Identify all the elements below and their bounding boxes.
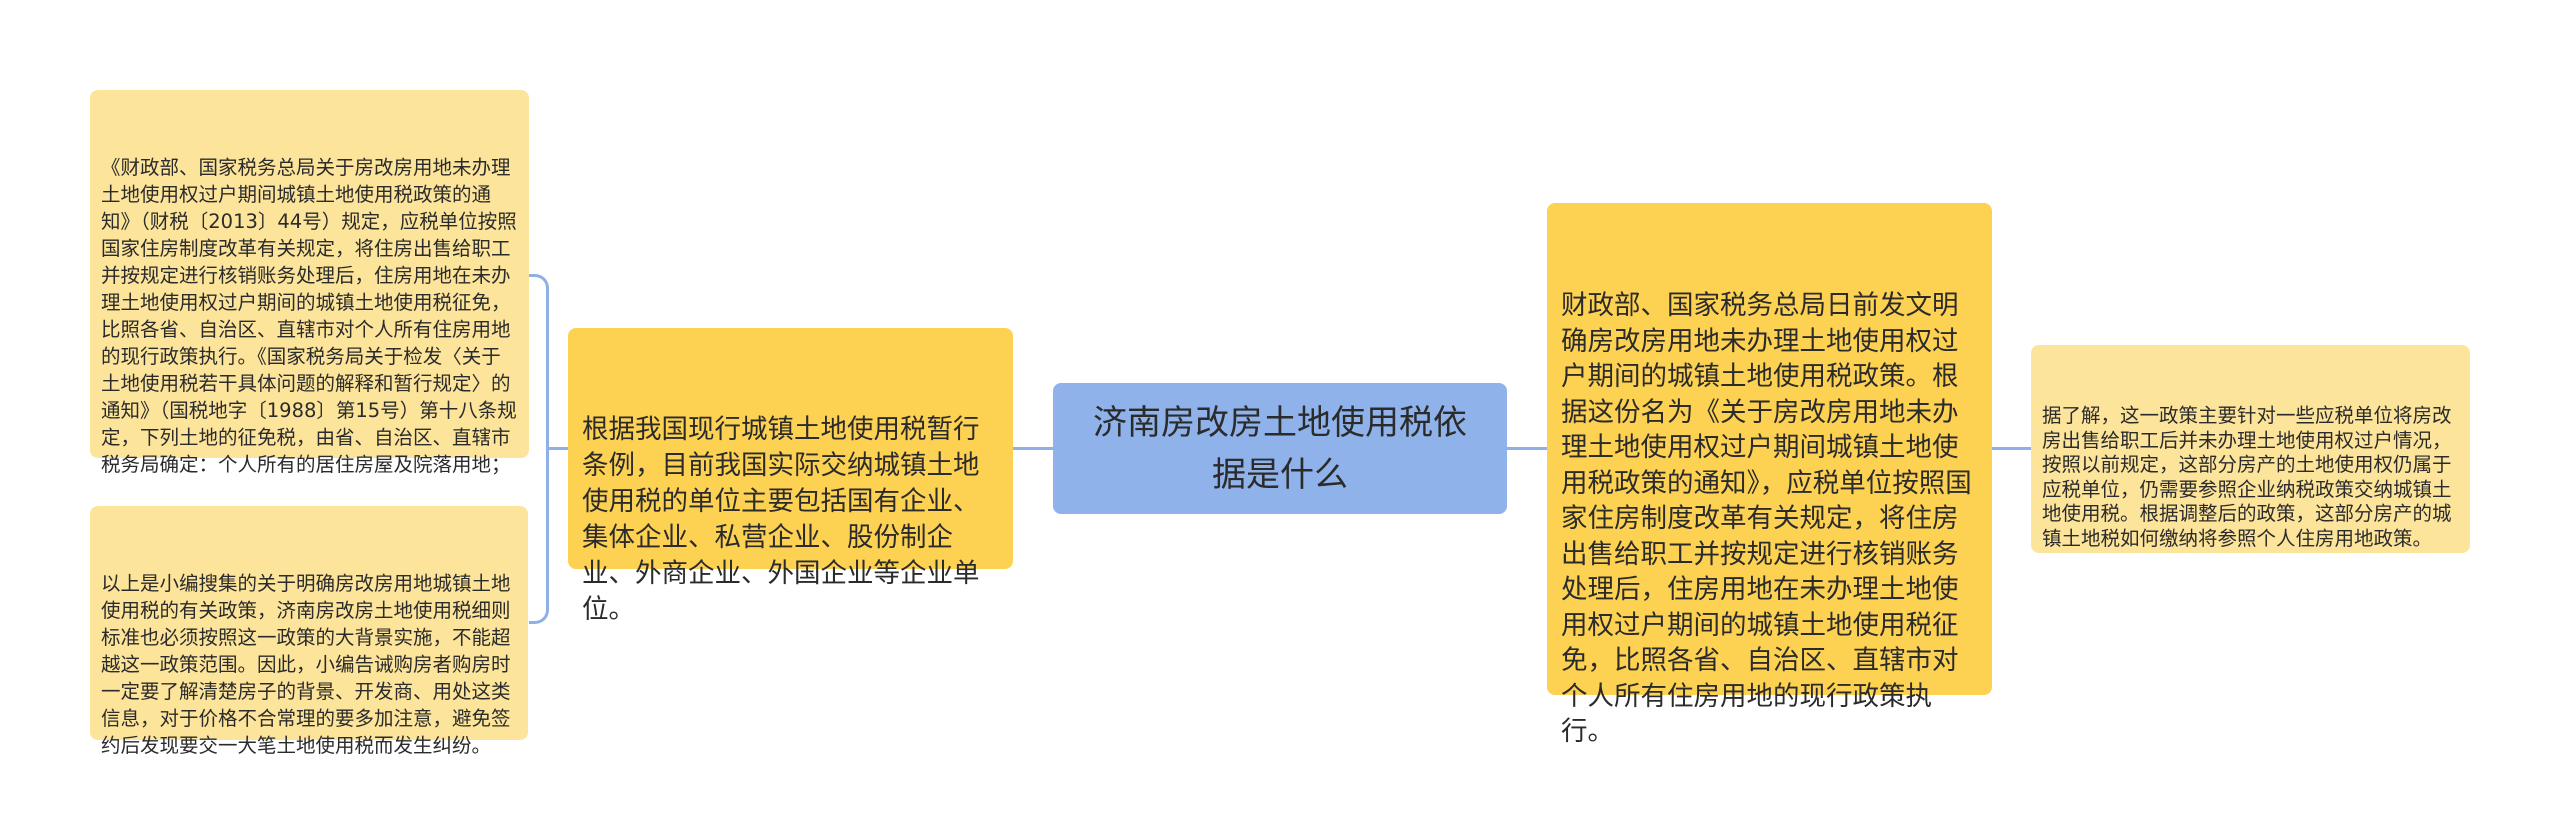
- node-text: 财政部、国家税务总局日前发文明确房改房用地未办理土地使用权过户期间的城镇土地使用…: [1561, 290, 1972, 747]
- connector-bracket-to-left-branch: [548, 447, 568, 450]
- right-child-node-1[interactable]: 据了解，这一政策主要针对一些应税单位将房改房出售给职工后并未办理土地使用权过户情…: [2031, 345, 2470, 553]
- node-text: 根据我国现行城镇土地使用税暂行条例，目前我国实际交纳城镇土地使用税的单位主要包括…: [582, 414, 980, 625]
- left-child-node-2[interactable]: 以上是小编搜集的关于明确房改房用地城镇土地使用税的有关政策，济南房改房土地使用税…: [90, 506, 528, 757]
- right-branch-node[interactable]: 财政部、国家税务总局日前发文明确房改房用地未办理土地使用权过户期间的城镇土地使用…: [1547, 203, 1992, 747]
- left-branch-node[interactable]: 根据我国现行城镇土地使用税暂行条例，目前我国实际交纳城镇土地使用税的单位主要包括…: [568, 328, 1013, 625]
- node-text: 以上是小编搜集的关于明确房改房用地城镇土地使用税的有关政策，济南房改房土地使用税…: [101, 572, 511, 757]
- left-children-connector: [529, 274, 549, 624]
- node-text: 《财政部、国家税务总局关于房改房用地未办理土地使用权过户期间城镇土地使用税政策的…: [101, 156, 517, 476]
- node-text: 据了解，这一政策主要针对一些应税单位将房改房出售给职工后并未办理土地使用权过户情…: [2042, 404, 2452, 550]
- connector-root-to-right-branch: [1507, 447, 1547, 450]
- root-topic-text: 济南房改房土地使用税依据是什么: [1093, 402, 1467, 495]
- left-child-node-1[interactable]: 《财政部、国家税务总局关于房改房用地未办理土地使用权过户期间城镇土地使用税政策的…: [90, 90, 529, 476]
- root-topic-node[interactable]: 济南房改房土地使用税依据是什么: [1053, 383, 1507, 514]
- connector-left-branch-to-root: [1013, 447, 1053, 450]
- connector-right-branch-to-child: [1992, 447, 2031, 450]
